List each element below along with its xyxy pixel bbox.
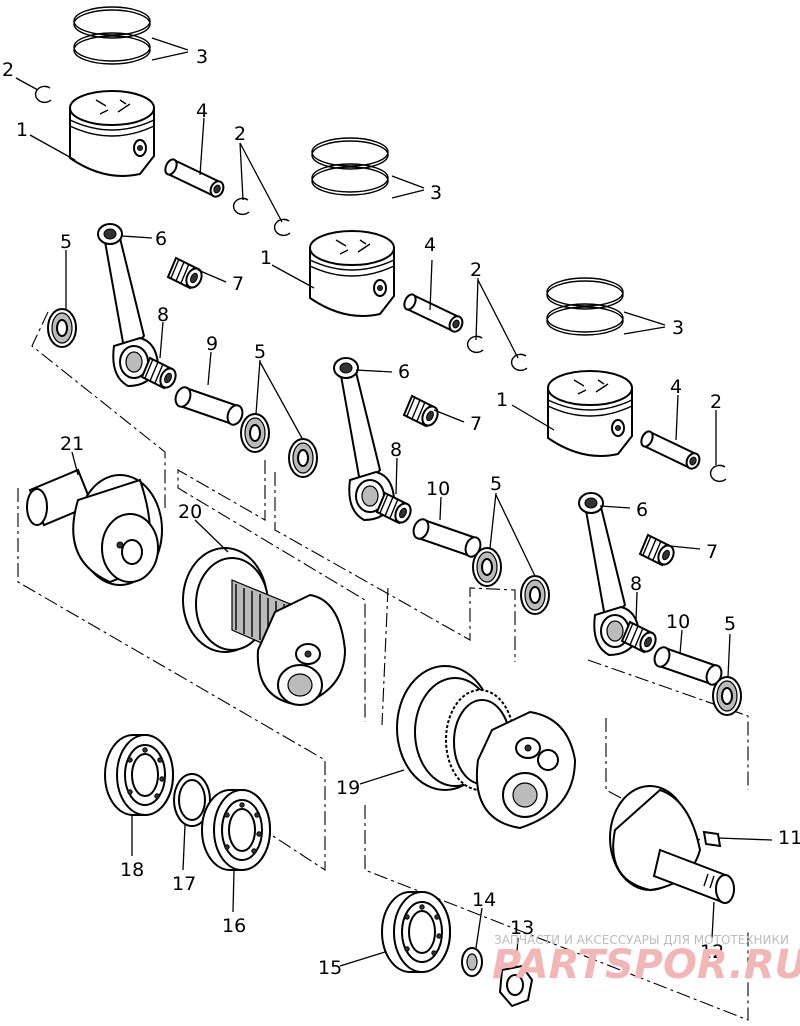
small-end-bearing-2 — [403, 395, 442, 430]
piston-2 — [309, 230, 395, 317]
small-end-bearing-3 — [639, 534, 678, 569]
leader-lines — [15, 37, 773, 967]
nut-13 — [498, 964, 534, 1008]
main-bearing-16 — [201, 789, 271, 871]
callout-6-left: 6 — [155, 228, 167, 250]
piston-rings-2 — [311, 137, 389, 196]
callout-13: 13 — [510, 917, 534, 939]
piston-1 — [69, 90, 155, 177]
watermark-logo: PARTSPOR.RU — [492, 942, 800, 988]
thrust-washer-5 — [520, 575, 550, 615]
callout-1-center: 1 — [260, 247, 272, 269]
assembly-boundary-lines — [17, 311, 749, 1021]
callout-8-right: 8 — [630, 573, 642, 595]
callout-7-left: 7 — [232, 273, 244, 295]
thrust-washer-6 — [712, 676, 742, 716]
callout-11: 11 — [778, 827, 800, 849]
thrust-washer-4 — [472, 547, 502, 587]
circlip-right-2 — [466, 335, 484, 354]
circlip-left-3 — [510, 353, 528, 372]
callout-18: 18 — [120, 859, 144, 881]
callout-5-center-left: 5 — [254, 341, 266, 363]
watermark-tagline: ЗАПЧАСТИ И АКСЕССУАРЫ ДЛЯ МОТОТЕХНИКИ — [494, 933, 789, 947]
crankshaft-gear-19 — [396, 665, 577, 830]
callout-17: 17 — [172, 873, 196, 895]
callout-4-right: 4 — [670, 376, 682, 398]
circlip-right-1 — [232, 197, 250, 216]
callout-19: 19 — [336, 777, 360, 799]
callout-7-right: 7 — [706, 541, 718, 563]
big-end-bearing-1 — [141, 357, 180, 392]
piston-3 — [547, 370, 633, 457]
callout-5-left: 5 — [60, 231, 72, 253]
callout-20: 20 — [178, 501, 202, 523]
callout-5-center: 5 — [490, 473, 502, 495]
callout-2-top-center: 2 — [234, 123, 246, 145]
circlip-right-3 — [709, 464, 727, 483]
callout-labels: 3 2 1 4 2 3 5 6 1 4 7 2 8 3 9 5 6 4 1 2 … — [2, 46, 800, 979]
callout-8-center: 8 — [390, 439, 402, 461]
callout-12: 12 — [700, 941, 724, 963]
callout-7-center: 7 — [470, 413, 482, 435]
callout-1-top: 1 — [16, 119, 28, 141]
big-end-bearing-2 — [376, 492, 415, 527]
callout-16: 16 — [222, 915, 246, 937]
callout-4-center: 4 — [424, 234, 436, 256]
crank-pin-10b — [651, 644, 725, 688]
callout-2-right: 2 — [710, 391, 722, 413]
callout-4-top: 4 — [196, 100, 208, 122]
main-bearing-15 — [381, 891, 451, 973]
watermark: ЗАПЧАСТИ И АКСЕССУАРЫ ДЛЯ МОТОТЕХНИКИ PA… — [492, 933, 800, 988]
crank-pin-9 — [172, 384, 246, 428]
callout-21: 21 — [60, 433, 84, 455]
callout-6-center: 6 — [398, 361, 410, 383]
main-bearing-18 — [104, 734, 174, 816]
piston-rings-3 — [546, 277, 624, 336]
oil-seal-ring-17 — [173, 773, 211, 827]
circlip-left-1 — [34, 85, 52, 104]
callout-15: 15 — [318, 957, 342, 979]
washer-14 — [461, 947, 483, 977]
crankshaft-end-12 — [609, 785, 735, 904]
callout-6-right: 6 — [636, 499, 648, 521]
callout-14: 14 — [472, 889, 496, 911]
wrist-pin-3 — [638, 428, 703, 472]
callout-3-center: 3 — [430, 182, 442, 204]
callout-2-center: 2 — [470, 259, 482, 281]
crankshaft-center-20 — [182, 547, 347, 707]
thrust-washer-2 — [240, 413, 270, 453]
callout-3-top: 3 — [196, 46, 208, 68]
callout-3-right: 3 — [672, 317, 684, 339]
wrist-pin-1 — [162, 156, 227, 200]
callout-8-left: 8 — [157, 304, 169, 326]
callout-2-top-left: 2 — [2, 59, 14, 81]
crankshaft-end-21 — [26, 468, 163, 586]
wrist-pin-2 — [401, 291, 466, 335]
key-11 — [702, 830, 722, 848]
thrust-washer-1 — [47, 308, 77, 348]
callout-5-right: 5 — [724, 613, 736, 635]
thrust-washer-3 — [288, 438, 318, 478]
piston-rings-1 — [73, 6, 151, 65]
callout-1-right: 1 — [496, 389, 508, 411]
crank-pin-10a — [410, 516, 484, 560]
callout-9: 9 — [206, 333, 218, 355]
callout-10-right: 10 — [666, 611, 690, 633]
small-end-bearing-1 — [167, 257, 206, 292]
callout-10-center: 10 — [426, 478, 450, 500]
